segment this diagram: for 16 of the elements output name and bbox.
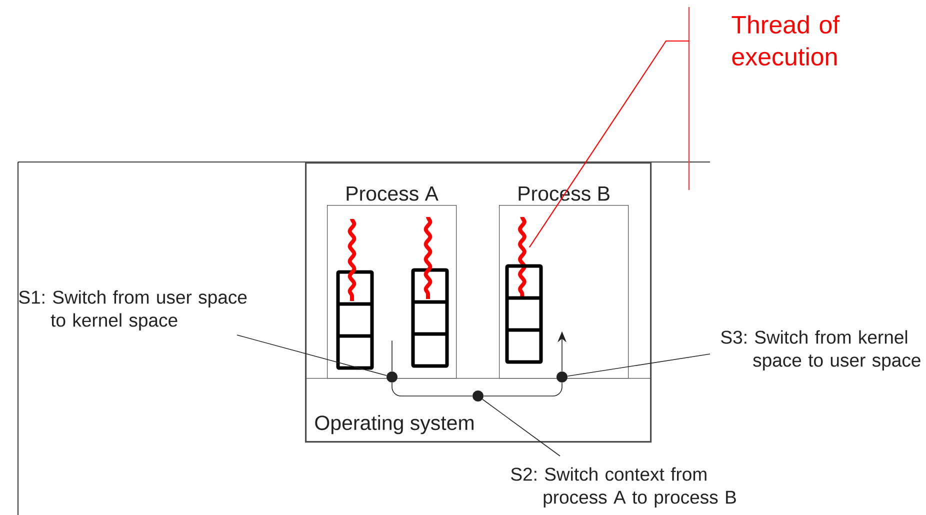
callout-text: S2: Switch context from process A to process B: [511, 467, 736, 508]
node-label: Process A: [346, 186, 438, 201]
leader-line: [236, 334, 387, 376]
leader-line: [482, 398, 560, 456]
outer-box: [305, 162, 652, 443]
leader-line: [528, 40, 689, 248]
switch-dot: [386, 372, 398, 382]
switch-dot: [556, 372, 568, 382]
thread-squiggle: [518, 216, 526, 299]
callout-text: Thread of execution: [732, 15, 840, 66]
leader-line: [567, 354, 710, 377]
kernel-band: Operating system: [305, 378, 651, 442]
process-box: Process A: [327, 186, 457, 379]
callout-text: S1: Switch from user space to kernel space: [19, 290, 247, 330]
callout-text: S3: Switch from kernel space to user space: [721, 330, 920, 370]
switch-dot: [472, 390, 484, 402]
